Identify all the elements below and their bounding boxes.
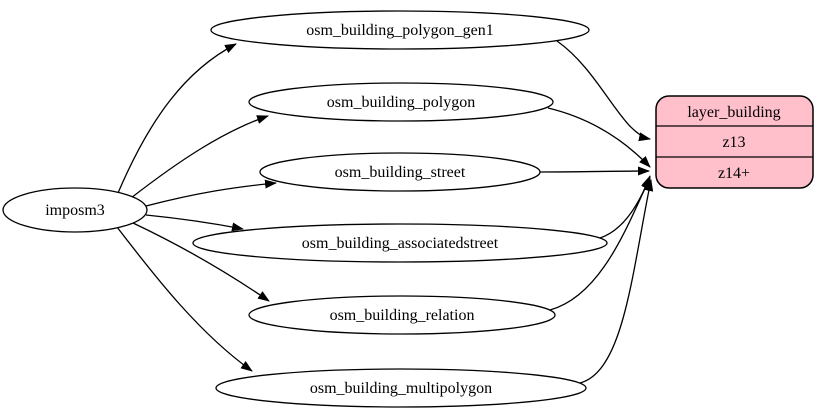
node-osm_building_street-label: osm_building_street (335, 164, 466, 181)
node-layer_building-box (655, 95, 814, 189)
node-osm_building_polygon_gen1-ellipse (210, 10, 590, 50)
node-osm_building_polygon: osm_building_polygon (248, 82, 554, 122)
edge-imposm3-to-osm_building_polygon_gen1 (117, 43, 237, 194)
node-osm_building_street: osm_building_street (259, 152, 541, 192)
node-osm_building_associatedstreet-label: osm_building_associatedstreet (302, 235, 499, 252)
node-osm_building_relation-ellipse (248, 295, 556, 335)
edge-imposm3-to-osm_building_multipolygon (116, 226, 253, 372)
edge-osm_building_relation-to-z14 (549, 177, 651, 311)
node-osm_building_polygon_gen1-label: osm_building_polygon_gen1 (306, 22, 494, 39)
node-layer_building-title: layer_building (687, 104, 780, 121)
node-osm_building_relation-label: osm_building_relation (330, 307, 475, 324)
node-imposm3-ellipse (2, 187, 148, 233)
edge-osm_building_street-to-z14 (539, 166, 650, 176)
node-layer_building: layer_building z13 z14+ (655, 95, 814, 189)
edge-imposm3-to-osm_building_polygon (130, 115, 269, 199)
node-osm_building_multipolygon-ellipse (215, 368, 587, 408)
edge-osm_building_polygon-to-z14 (547, 107, 651, 168)
edge-osm_building_multipolygon-to-z14 (579, 179, 654, 384)
node-osm_building_polygon-label: osm_building_polygon (327, 94, 475, 111)
edge-osm_building_polygon_gen1-to-z13 (556, 40, 651, 142)
edges (116, 40, 654, 384)
node-osm_building_polygon-ellipse (248, 82, 554, 122)
node-osm_building_polygon_gen1: osm_building_polygon_gen1 (210, 10, 590, 50)
edge-imposm3-to-osm_building_relation (132, 222, 270, 302)
node-osm_building_relation: osm_building_relation (248, 295, 556, 335)
node-imposm3: imposm3 (2, 187, 148, 233)
node-osm_building_multipolygon-label: osm_building_multipolygon (310, 380, 492, 397)
edge-imposm3-to-osm_building_associatedstreet (145, 214, 244, 232)
node-osm_building_street-ellipse (259, 152, 541, 192)
node-layer_building-row-z14: z14+ (718, 165, 750, 182)
node-osm_building_multipolygon: osm_building_multipolygon (215, 368, 587, 408)
table-nodes: osm_building_polygon_gen1 osm_building_p… (192, 10, 608, 408)
node-osm_building_associatedstreet: osm_building_associatedstreet (192, 223, 608, 263)
node-osm_building_associatedstreet-ellipse (192, 223, 608, 263)
edge-imposm3-to-osm_building_street (145, 179, 277, 207)
node-imposm3-label: imposm3 (45, 202, 105, 219)
node-layer_building-row-z13: z13 (722, 134, 745, 151)
edge-osm_building_associatedstreet-to-z14 (599, 175, 651, 239)
